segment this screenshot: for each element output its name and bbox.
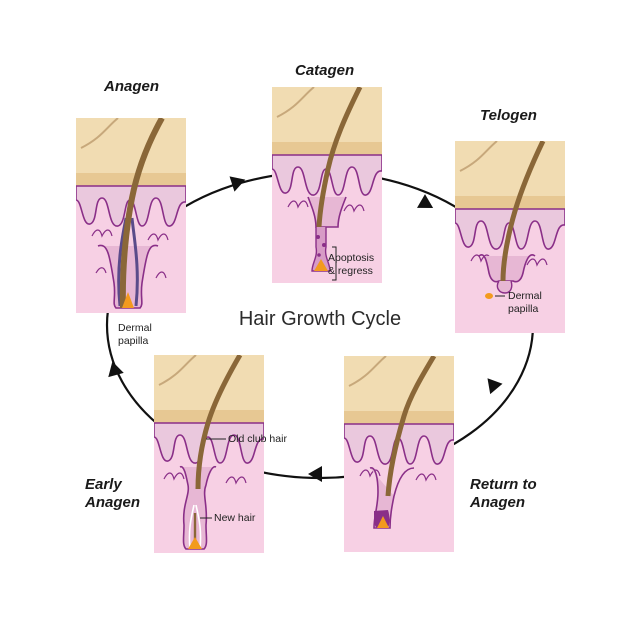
stage-title-return-to-anagen: Return to Anagen	[470, 476, 537, 511]
panel-early-anagen	[154, 355, 264, 553]
stage-title-catagen: Catagen	[295, 62, 355, 79]
stage-title-anagen: Anagen	[104, 78, 160, 95]
annotation-catagen-apoptosis: Apoptosis & regress	[328, 252, 375, 277]
panel-telogen	[455, 141, 565, 333]
annotation-old-club-hair: Old club hair	[228, 433, 287, 445]
stage-title-early-anagen: Early Anagen	[85, 476, 141, 511]
arrow-telogen-to-return	[487, 378, 503, 395]
panel-anagen	[76, 118, 186, 313]
arrow-catagen-to-telogen	[417, 194, 434, 208]
diagram-title: Hair Growth Cycle	[238, 308, 402, 330]
panel-return-to-anagen	[344, 356, 454, 552]
arrow-anagen-to-catagen	[229, 176, 246, 192]
arrow-return-to-early	[308, 466, 322, 482]
arrow-early-to-anagen	[108, 361, 124, 378]
annotation-new-hair: New hair	[214, 512, 256, 524]
stage-title-telogen: Telogen	[480, 107, 537, 124]
panel-catagen	[272, 87, 382, 283]
annotation-anagen-dermal-papilla: Dermal papilla	[118, 322, 152, 347]
annotation-telogen-dermal-papilla: Dermal papilla	[508, 290, 542, 315]
